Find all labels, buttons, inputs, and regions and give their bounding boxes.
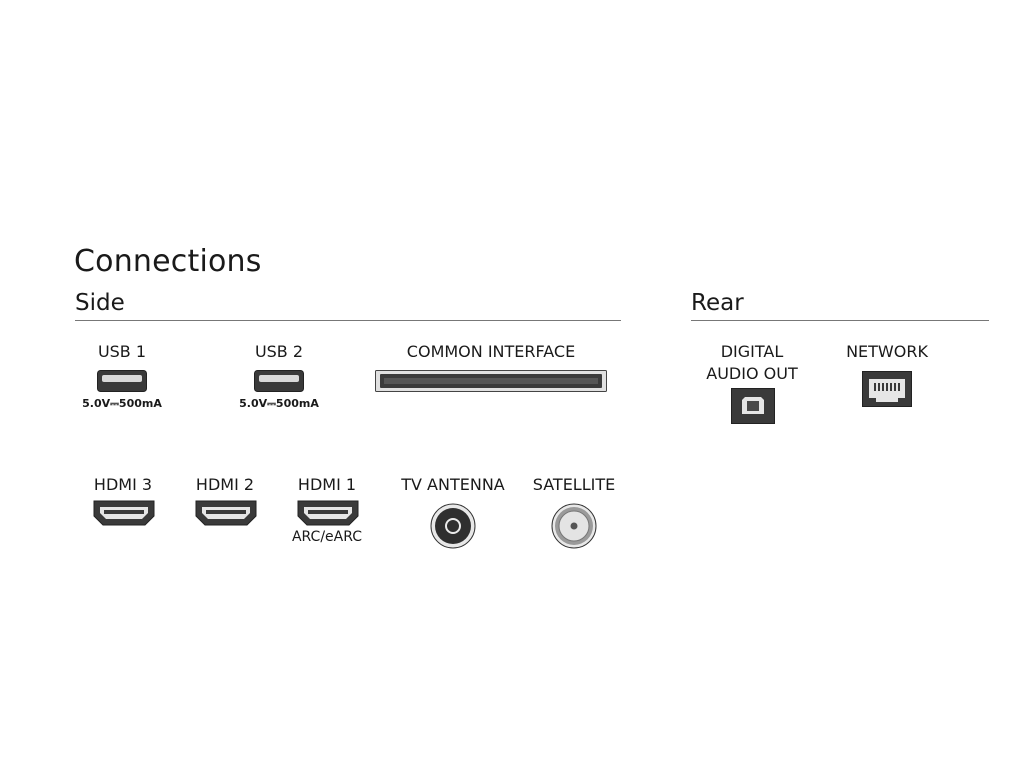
rear-divider: [691, 320, 989, 321]
hdmi-port-icon: [195, 500, 257, 526]
common-interface-slot-icon: [375, 370, 607, 392]
hdmi-port-icon: [93, 500, 155, 526]
digital-audio-out-label-line1: DIGITAL: [720, 342, 784, 361]
tv-antenna-label: TV ANTENNA: [401, 475, 505, 494]
usb-port-icon: [97, 370, 147, 392]
hdmi1-sub-label: ARC/eARC: [291, 529, 363, 545]
usb2-spec: 5.0V⎓500mA: [239, 397, 319, 410]
satellite-f-connector-icon: [551, 503, 597, 549]
usb1-spec: 5.0V⎓500mA: [82, 397, 162, 410]
optical-port-icon: [731, 388, 775, 424]
hdmi-port-icon: [297, 500, 359, 526]
ethernet-port-icon: [862, 371, 912, 407]
side-divider: [75, 320, 621, 321]
usb1-label: USB 1: [97, 342, 147, 361]
hdmi3-label: HDMI 3: [93, 475, 153, 494]
usb2-label: USB 2: [254, 342, 304, 361]
common-interface-label: COMMON INTERFACE: [406, 342, 576, 361]
section-rear-heading: Rear: [691, 290, 744, 316]
digital-audio-out-label-line2: AUDIO OUT: [706, 364, 798, 383]
section-side-heading: Side: [75, 290, 125, 316]
hdmi2-label: HDMI 2: [195, 475, 255, 494]
satellite-label: SATELLITE: [532, 475, 616, 494]
hdmi1-label: HDMI 1: [297, 475, 357, 494]
usb-port-icon: [254, 370, 304, 392]
page-title: Connections: [74, 244, 262, 279]
network-label: NETWORK: [846, 342, 928, 361]
antenna-coax-icon: [430, 503, 476, 549]
